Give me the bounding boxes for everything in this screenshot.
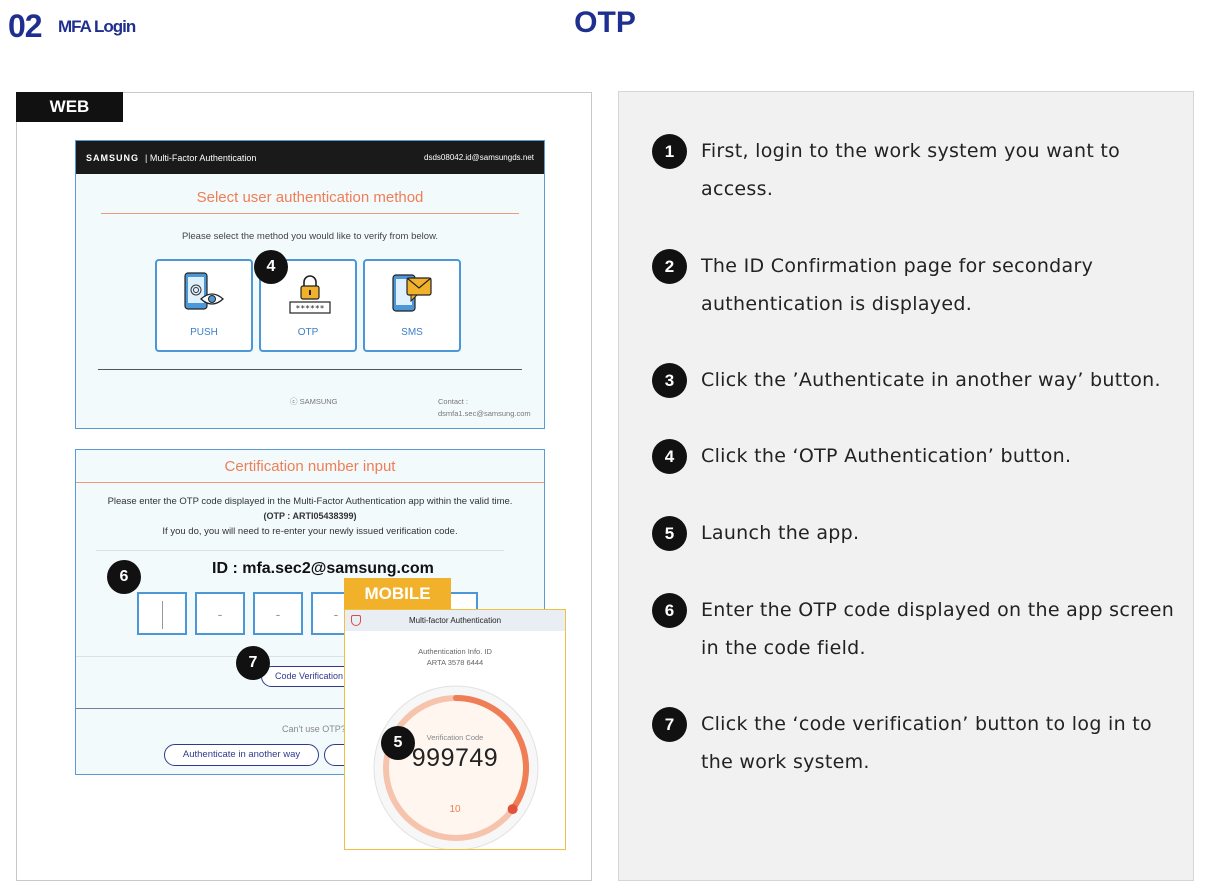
code-input-2[interactable]: - [195,592,245,635]
step-1: 1 First, login to the work system you wa… [652,132,1182,208]
divider [76,708,544,709]
section-subtitle: MFA Login [58,17,136,36]
step-marker-4: 4 [254,250,288,284]
step-number: 7 [652,707,687,742]
step-marker-7: 7 [236,646,270,680]
mobile-app-title: Multi-factor Authentication [408,616,502,625]
steps-panel [618,91,1194,881]
step-3: 3 Click the ’Authenticate in another way… [652,361,1182,399]
web-tag: WEB [16,92,123,122]
svg-text:******: ****** [296,304,325,313]
push-icon [184,272,224,310]
auth-info-value: ARTA 3578 6444 [426,658,484,667]
step-number: 4 [652,439,687,474]
step-number: 5 [652,516,687,551]
otp-label: OTP [297,327,319,338]
cant-use-otp-text: Can't use OTP? [282,724,346,734]
shield-icon [351,615,361,626]
certification-title: Certification number input [224,458,396,475]
step-marker-6: 6 [107,560,141,594]
otp-icon: ****** [289,275,331,314]
countdown-progress-arc [453,695,529,813]
select-method-description: Please select the method you would like … [181,231,439,242]
step-text: Launch the app. [701,522,860,544]
step-text: Click the ‘code verification’ button to … [701,713,1152,773]
desc-line-3: If you do, you will need to re-enter you… [162,526,458,537]
step-6: 6 Enter the OTP code displayed on the ap… [652,591,1182,667]
account-label: dsds08042.id@samsungds.net [424,153,534,162]
step-number: 3 [652,363,687,398]
verification-code-label: Verification Code [426,733,484,742]
user-id: ID : mfa.sec2@samsung.com [212,560,434,577]
select-method-title: Select user authentication method [196,189,424,206]
desc-line-2: (OTP : ARTI05438399) [263,511,357,521]
mobile-tag: MOBILE [344,578,451,610]
divider [101,213,519,214]
select-method-screen: SAMSUNG| Multi-Factor Authentication dsd… [75,140,545,429]
brand-sub: | Multi-Factor Authentication [145,152,257,163]
divider [76,656,504,657]
code-input-3[interactable]: - [253,592,303,635]
mobile-app-screen: Multi-factor Authentication Authenticati… [344,609,566,850]
countdown-seconds: 10 [449,804,461,815]
contact-label: Contact : [438,397,469,406]
step-text: Enter the OTP code displayed on the app … [701,599,1175,659]
mobile-app-bar: Multi-factor Authentication [345,610,565,631]
step-number: 6 [652,593,687,628]
top-bar: SAMSUNG| Multi-Factor Authentication dsd… [76,141,544,174]
section-number: 02 [8,8,43,44]
divider [96,550,504,551]
step-7: 7 Click the ‘code verification’ button t… [652,705,1182,781]
contact: Contact : dsmfa1.sec@samsung.com [438,396,531,420]
push-label: PUSH [190,327,218,338]
certification-description: Please enter the OTP code displayed in t… [76,494,544,539]
sms-label: SMS [401,327,423,338]
countdown-knob [507,804,518,815]
step-5: 5 Launch the app. [652,514,1182,552]
verification-code: 999749 [411,744,499,772]
sms-icon [392,274,432,312]
auth-info-label: Authentication Info. ID [418,647,492,656]
step-text: Click the ‘OTP Authentication’ button. [701,445,1072,467]
auth-info: Authentication Info. ID ARTA 3578 6444 [345,646,565,668]
step-text: First, login to the work system you want… [701,140,1121,200]
footer-divider [98,369,522,370]
countdown-dial [373,685,539,849]
authenticate-another-way-button[interactable]: Authenticate in another way [164,744,319,766]
push-method-button[interactable]: PUSH [155,259,253,352]
page-title: OTP [574,6,636,39]
sms-method-button[interactable]: SMS [363,259,461,352]
desc-line-1: Please enter the OTP code displayed in t… [107,496,513,507]
text-cursor [161,601,163,630]
code-input-1[interactable] [137,592,187,635]
divider [76,482,544,483]
brand: SAMSUNG| Multi-Factor Authentication [86,152,257,163]
step-2: 2 The ID Confirmation page for secondary… [652,247,1182,323]
step-text: Click the ’Authenticate in another way’ … [701,369,1161,391]
contact-email: dsmfa1.sec@samsung.com [438,409,531,418]
step-number: 2 [652,249,687,284]
step-4: 4 Click the ‘OTP Authentication’ button. [652,437,1182,475]
step-marker-5: 5 [381,726,415,760]
step-text: The ID Confirmation page for secondary a… [701,255,1094,315]
step-number: 1 [652,134,687,169]
copyright: ⓒ SAMSUNG [290,397,338,406]
